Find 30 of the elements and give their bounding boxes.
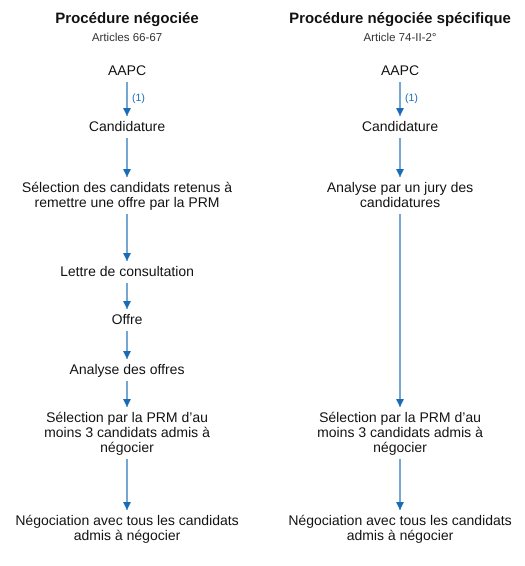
column-heading: Procédure négociée	[55, 10, 199, 27]
arrow	[123, 138, 131, 177]
step-text: Analyse des offres	[37, 362, 217, 377]
step-text: AAPC	[340, 63, 460, 78]
arrow	[396, 82, 404, 116]
step-text: Négociation avec tous les candidats admis à négocier	[0, 513, 257, 543]
step-text: AAPC	[67, 63, 187, 78]
step-text: Candidature	[57, 119, 197, 134]
arrow	[123, 381, 131, 407]
article-reference: Articles 66-67	[92, 32, 162, 44]
step-text: Lettre de consultation	[27, 264, 227, 279]
arrow	[396, 138, 404, 177]
step-text: Offre	[77, 312, 177, 327]
step-text: Sélection par la PRM d’au moins 3 candidats admis à négocier	[310, 410, 490, 455]
step-text: Sélection des candidats retenus à remettre une offre par la PRM	[12, 180, 242, 210]
article-reference: Article 74-II-2°	[364, 32, 436, 44]
arrow	[123, 459, 131, 510]
column-heading: Procédure négociée spécifique	[289, 10, 511, 27]
arrow	[396, 459, 404, 510]
edge-label: (1)	[132, 92, 145, 104]
step-text: Candidature	[330, 119, 470, 134]
step-text: Sélection par la PRM d’au moins 3 candidats admis à négocier	[37, 410, 217, 455]
arrow	[123, 214, 131, 261]
arrow	[123, 82, 131, 116]
edge-label: (1)	[405, 92, 418, 104]
step-text: Négociation avec tous les candidats admis à négocier	[270, 513, 525, 543]
step-text: Analyse par un jury des candidatures	[310, 180, 490, 210]
arrow	[396, 214, 404, 407]
arrow	[123, 331, 131, 359]
arrow	[123, 283, 131, 309]
